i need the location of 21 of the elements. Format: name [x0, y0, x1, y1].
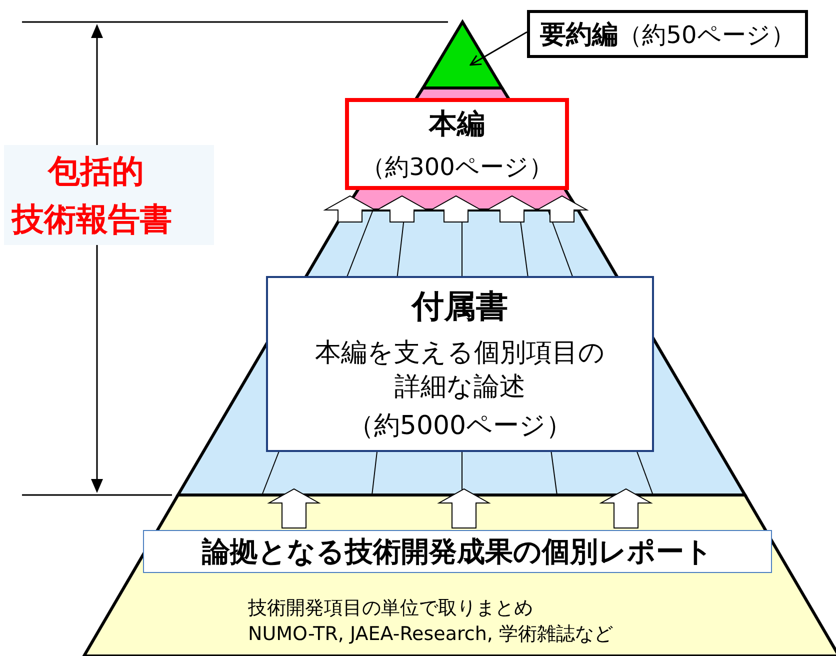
triangle-layer	[423, 22, 502, 88]
summary-box	[527, 10, 808, 58]
trapezoid-layer	[178, 210, 745, 495]
block-arrow	[267, 488, 321, 528]
main-volume-box	[345, 98, 569, 190]
box-title: 論拠となる技術開発成果の個別レポート	[202, 534, 713, 570]
block-arrow	[437, 488, 491, 528]
trapezoid-layer	[345, 88, 578, 210]
page-count: （約5000ページ）	[348, 410, 572, 444]
box-title: 本編	[429, 106, 485, 142]
page-count: （約300ページ）	[361, 152, 553, 183]
box-description: 本編を支える個別項目の詳細な論述	[314, 336, 606, 404]
appendix-box	[266, 276, 654, 452]
layer-note: 技術開発項目の単位で取りまとめ	[248, 596, 533, 621]
box-title: 付属書	[412, 286, 508, 327]
side-label: 包括的	[48, 151, 144, 192]
side-label: 技術報告書	[12, 199, 172, 240]
box-title: 要約編（約50ページ）	[540, 18, 795, 52]
leader-line	[470, 31, 528, 66]
block-arrow	[599, 488, 653, 528]
layer-note: NUMO-TR, JAEA-Research, 学術雑誌など	[248, 622, 613, 647]
